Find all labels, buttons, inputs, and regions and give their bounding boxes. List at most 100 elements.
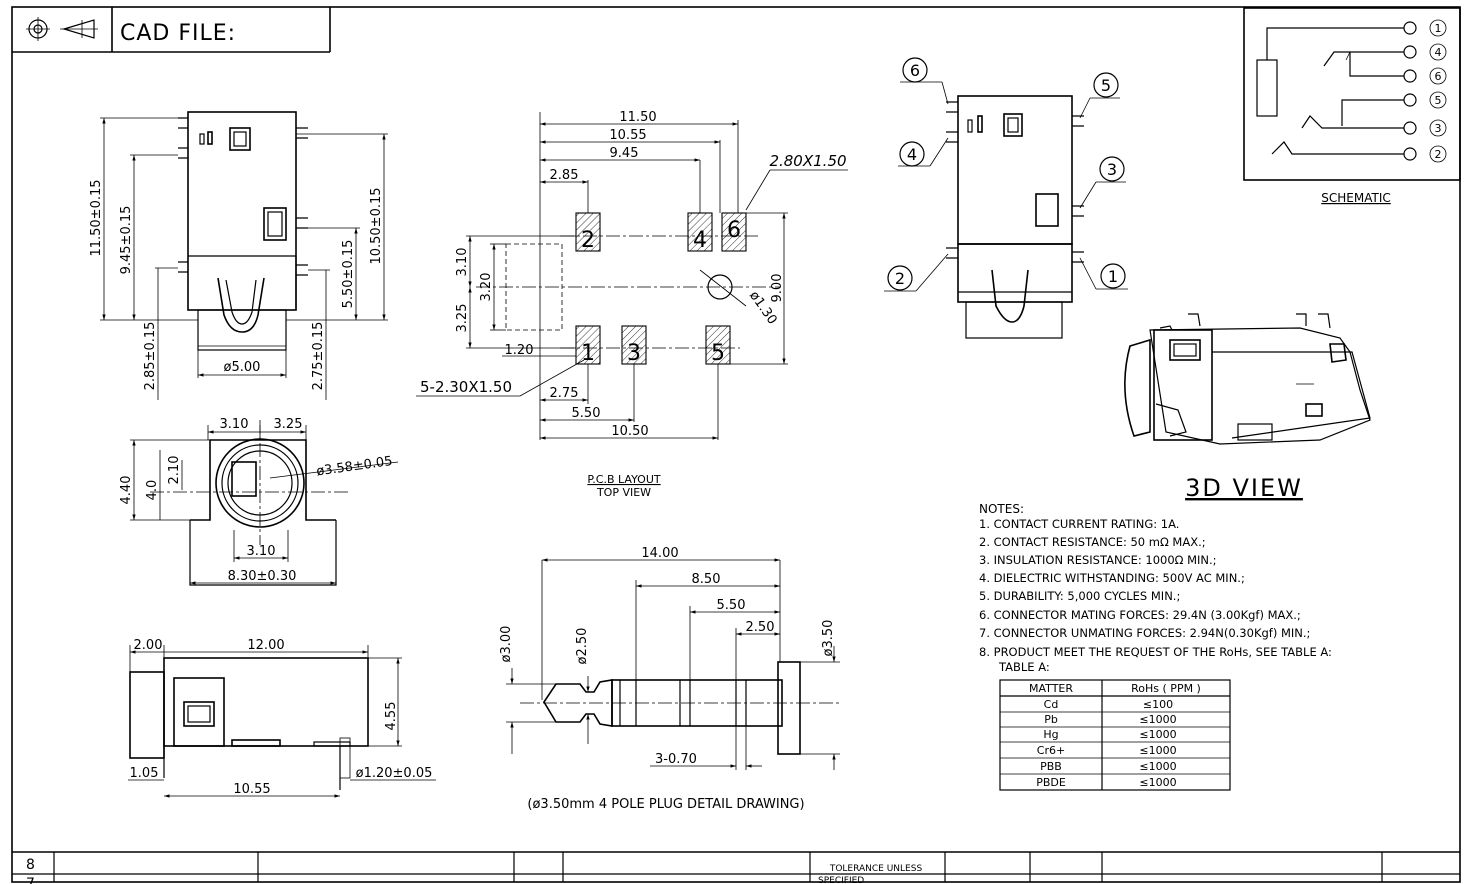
table-cell-rohs: ≤1000 [1139,728,1176,741]
pin-6-label: 6 [910,61,920,80]
schematic-terminal-4: 4 [1403,43,1447,61]
pin-view: 6 5 4 3 2 1 [884,57,1128,339]
schematic-terminal-2: 2 [1403,145,1447,163]
pcb-subcaption: TOP VIEW [596,486,651,499]
dim-plug-5-50: 5.50 [717,598,746,613]
pad-6 [721,212,747,252]
three-d-view: 3D VIEW [1124,313,1371,502]
pin-5-label: 5 [1101,76,1111,95]
cad-file-label: CAD FILE: [120,21,236,46]
dim-pcb-9-00: 9.00 [770,274,785,303]
dim-pcb-10-55: 10.55 [609,128,646,143]
schematic-terminal-5: 5 [1403,91,1447,109]
table-cell-matter: PBB [1040,760,1062,773]
table-a-header-rohs: RoHs ( PPM ) [1131,682,1201,695]
pad-label-4: 4 [693,228,707,253]
note-4: 4. DIELECTRIC WITHSTANDING: 500V AC MIN.… [979,571,1245,585]
pad-label-6: 6 [727,218,741,243]
end-view: 3.10 3.25 ø3.58±0.05 4.40 4.0 2.10 3.10 … [119,417,399,586]
note-8: 8. PRODUCT MEET THE REQUEST OF THE RoHs,… [979,645,1332,659]
dim-2-75: 2.75±0.15 [311,322,326,391]
tolerance-line-1: TOLERANCE UNLESS [829,864,923,874]
pin-4-label: 4 [907,145,917,164]
note-6: 6. CONNECTOR MATING FORCES: 29.4N (3.00K… [979,608,1301,622]
projection-circle-icon [26,17,50,41]
dim-12-00: 12.00 [247,638,284,653]
table-cell-matter: Hg [1043,728,1058,741]
dim-pcb-3-20: 3.20 [479,273,494,302]
pad-2 [575,212,601,252]
pad-3 [621,325,647,365]
table-cell-rohs: ≤1000 [1139,760,1176,773]
pin-3-label: 3 [1107,160,1117,179]
pcb-caption: P.C.B LAYOUT [587,473,661,486]
sheet-border [11,6,1461,883]
schematic-terminal-3: 3 [1403,119,1447,137]
dim-pcb-11-50: 11.50 [619,110,656,125]
pad-5 [705,325,731,365]
dim-9-45: 9.45±0.15 [119,206,134,275]
dim-pcb-1-20: 1.20 [505,343,534,358]
plug-caption: (ø3.50mm 4 POLE PLUG DETAIL DRAWING) [527,797,804,812]
table-row: Pb ≤1000 [1044,713,1176,726]
projection-cone-icon [60,19,98,39]
note-1: 1. CONTACT CURRENT RATING: 1A. [979,517,1179,531]
table-row: Cr6+ ≤1000 [1037,744,1177,757]
front-view: 11.50±0.15 9.45±0.15 10.50±0.15 5.50±0.1… [89,111,388,400]
note-5: 5. DURABILITY: 5,000 CYCLES MIN.; [979,589,1180,603]
pin-4-callout: 4 [898,137,949,167]
table-row: Hg ≤1000 [1043,728,1176,741]
schematic-terminal-4-label: 4 [1435,46,1442,59]
table-cell-rohs: ≤1000 [1139,776,1176,789]
table-cell-matter: Cd [1044,698,1059,711]
pad-label-5: 5 [711,341,725,366]
tolerance-line-2: SPECIFIED [818,876,864,884]
pcb-layout: 2 4 6 1 3 5 11.50 10.55 9.45 2.85 2.80X1… [416,110,848,499]
table-cell-rohs: ≤100 [1143,698,1173,711]
table-a: MATTER RoHs ( PPM ) Cd ≤100 Pb ≤1000 Hg … [999,679,1231,791]
pin-5-callout: 5 [1079,72,1120,119]
table-cell-matter: Pb [1044,713,1058,726]
rev-7: 7 [26,876,35,884]
pin-2-callout: 2 [884,253,949,292]
table-cell-matter: PBDE [1036,776,1066,789]
table-cell-rohs: ≤1000 [1139,713,1176,726]
dim-3-10-bottom: 3.10 [247,544,276,559]
dim-10-50: 10.50±0.15 [369,187,384,264]
note-2: 2. CONTACT RESISTANCE: 50 mΩ MAX.; [979,535,1206,549]
table-row: PBDE ≤1000 [1036,776,1176,789]
dim-2-10: 2.10 [167,456,182,485]
dim-plug-2-50: 2.50 [746,620,775,635]
note-3: 3. INSULATION RESISTANCE: 1000Ω MIN.; [979,553,1217,567]
table-row: Cd ≤100 [1044,698,1173,711]
title-block: 8 7 TOLERANCE UNLESS SPECIFIED [12,851,1460,884]
pin-2-label: 2 [895,269,905,288]
dim-plug-dia-3-00: ø3.00 [499,626,514,663]
plug-drawing: 14.00 8.50 5.50 2.50 ø3.00 ø2.50 ø3.50 3… [499,546,840,812]
dim-plug-dia-3-50: ø3.50 [821,620,836,657]
schematic-label: SCHEMATIC [1321,191,1390,205]
dim-plug-14-00: 14.00 [641,546,678,561]
notes-title: NOTES: [979,502,1024,516]
pin-6-callout: 6 [900,57,949,105]
schematic-terminal-2-label: 2 [1435,148,1442,161]
schematic-terminal-3-label: 3 [1435,122,1442,135]
rev-8: 8 [26,857,35,873]
table-a-header-matter: MATTER [1029,682,1073,695]
pin-1-label: 1 [1108,267,1118,286]
dim-pad-size-top: 2.80X1.50 [769,152,846,170]
schematic-terminal-1-label: 1 [1435,22,1442,35]
dim-2-00: 2.00 [134,638,163,653]
dim-10-55: 10.55 [233,782,270,797]
dim-5-50: 5.50±0.15 [341,240,356,309]
dim-4-55: 4.55 [384,702,399,731]
three-d-view-label: 3D VIEW [1185,474,1303,502]
pad-label-1: 1 [581,341,595,366]
schematic-terminal-6: 6 [1403,67,1447,85]
schematic-terminal-5-label: 5 [1435,94,1442,107]
dim-dia-1-20: ø1.20±0.05 [356,766,433,781]
pin-3-callout: 3 [1079,156,1126,209]
dim-dia-5-00: ø5.00 [224,360,261,375]
dim-3-10-top: 3.10 [220,417,249,432]
